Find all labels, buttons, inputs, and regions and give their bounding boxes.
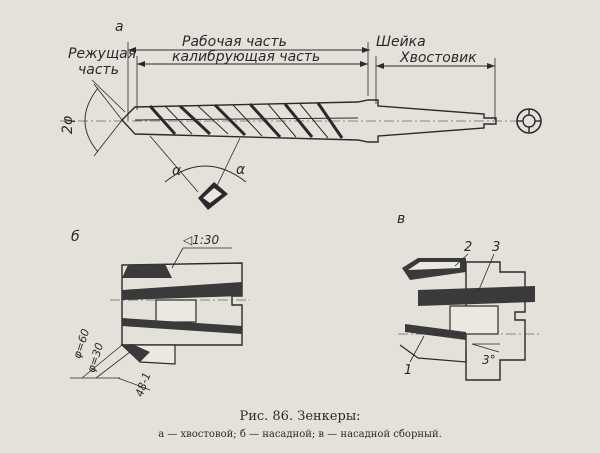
part-2-leader (454, 253, 469, 267)
housing-bore (449, 305, 499, 335)
part-1-label: 1 (404, 363, 412, 378)
angle-ray (93, 119, 123, 157)
inserted-blade-bottom (405, 324, 466, 340)
cutting-edge-hatch (122, 344, 150, 362)
view-b-shell-countersink: б ◁1:30 φ=60 φ=30 48-1 (70, 229, 250, 398)
taper-leader (171, 247, 184, 269)
housing-section (418, 286, 535, 306)
part-3-leader (477, 253, 495, 293)
angle-2phi-arc (84, 87, 99, 153)
spiral-flutes (148, 102, 344, 139)
alpha-arc (164, 165, 247, 183)
working-part-label: Рабочая часть (182, 34, 287, 50)
part-3-label: 3 (492, 240, 500, 255)
angle-ray (93, 83, 123, 121)
section-leader (213, 137, 241, 193)
lower-blade-profile (399, 344, 467, 363)
bore-section (122, 282, 242, 300)
view-a-label: а (115, 19, 124, 35)
angle-2phi-label: 2φ (60, 115, 76, 134)
shell-section-top (122, 264, 172, 278)
chamfer-label: 48-1 (133, 371, 154, 399)
cutting-part-label-1: Режущая (68, 46, 136, 62)
part-2-label: 2 (464, 240, 472, 255)
figure-caption-subtitle: а — хвостовой; б — насадной; в — насадно… (158, 429, 442, 440)
section-leader (149, 135, 199, 193)
center-bore (155, 299, 197, 323)
view-a-countersink-drawing: а Рабочая часть калибрующая часть Шейка … (60, 19, 542, 210)
calibrating-part-label: калибрующая часть (172, 49, 320, 65)
angle-3deg-label: 3° (482, 353, 496, 367)
neck-label: Шейка (376, 34, 426, 50)
housing-body (465, 261, 526, 381)
tooth-section-hatch (203, 188, 222, 203)
phi60-leader (81, 344, 123, 379)
cutting-part-label-2: часть (78, 62, 119, 78)
shank-label: Хвостовик (399, 50, 477, 66)
end-view-teeth (517, 109, 541, 133)
figure-caption-title: Рис. 86. Зенкеры: (239, 409, 361, 424)
phi30-leader (95, 351, 131, 379)
view-c-assembled-countersink: в 2 3 1 3° (397, 211, 540, 381)
angle-3deg-ray (471, 343, 500, 353)
end-view-inner (522, 114, 536, 128)
taper-label: ◁1:30 (182, 233, 220, 247)
part-1-leader (409, 335, 425, 363)
cutting-part-leader (91, 79, 126, 113)
alpha-left-label: α (172, 163, 182, 179)
view-b-label: б (71, 229, 80, 245)
view-c-label: в (397, 211, 405, 227)
phi30-label: φ=30 (84, 341, 106, 374)
tooth-section-bottom (122, 318, 242, 334)
chamfer-dim-line (117, 377, 151, 391)
alpha-right-label: α (236, 162, 246, 178)
blade-highlight (408, 262, 460, 270)
